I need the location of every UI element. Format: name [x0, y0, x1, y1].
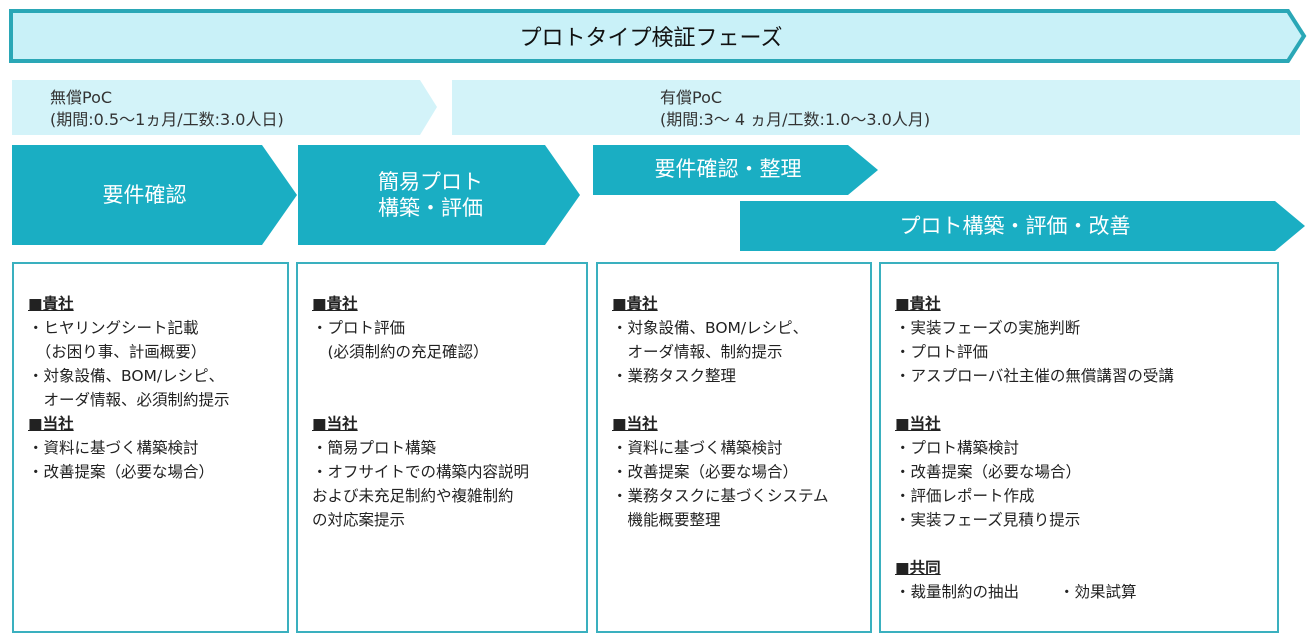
step-text: 要件確認 — [102, 183, 187, 207]
section-us: ■当社 ・資料に基づく構築検討 ・改善提案（必要な場合） ・業務タスクに基づくシ… — [612, 412, 870, 532]
section-client: ■貴社 ・対象設備、BOM/レシピ、 オーダ情報、制約提示 ・業務タスク整理 — [612, 292, 870, 388]
section-header: ■当社 — [28, 415, 74, 433]
list-item: ・業務タスク整理 — [612, 367, 737, 385]
banner-title: プロトタイプ検証フェーズ — [519, 26, 783, 51]
list-item: ・資料に基づく構築検討 — [612, 439, 783, 457]
list-item: ・簡易プロト構築 — [312, 439, 437, 457]
step-requirements-label: 要件確認 — [12, 145, 277, 245]
section-header: ■共同 — [895, 559, 941, 577]
step-text: 構築・評価 — [378, 196, 483, 220]
list-item: （お困り事、計画概要） — [28, 343, 207, 361]
list-item: ・資料に基づく構築検討 — [28, 439, 199, 457]
section-client: ■貴社 ・実装フェーズの実施判断 ・プロト評価 ・アスプローバ社主催の無償講習の… — [895, 292, 1277, 388]
list-item: ・業務タスクに基づくシステム — [612, 487, 829, 505]
paid-poc-label: 有償PoC (期間:3〜 4 ヵ月/工数:1.0〜3.0人月) — [660, 87, 930, 131]
list-item: ・改善提案（必要な場合） — [28, 463, 215, 481]
list-item: ・ヒヤリングシート記載 — [28, 319, 199, 337]
phase-banner-arrow — [9, 9, 1307, 63]
list-item: ・改善提案（必要な場合） — [895, 463, 1082, 481]
free-poc-detail: (期間:0.5〜1ヵ月/工数:3.0人日) — [50, 110, 284, 129]
list-item: ・プロト構築検討 — [895, 439, 1020, 457]
section-us: ■当社 ・プロト構築検討 ・改善提案（必要な場合） ・評価レポート作成 ・実装フ… — [895, 412, 1277, 532]
step-requirements-organize-chevron — [593, 145, 878, 195]
list-item: ・効果試算 — [1059, 583, 1137, 601]
section-client: ■貴社 ・プロト評価 (必須制約の充足確認） — [312, 292, 586, 364]
step-text: 簡易プロト — [378, 170, 483, 194]
step-simple-proto-chevron — [298, 145, 580, 245]
list-item: ・プロト評価 — [895, 343, 989, 361]
free-poc-chevron — [12, 80, 437, 135]
step-requirements-chevron — [12, 145, 297, 245]
list-item: ・対象設備、BOM/レシピ、 — [28, 367, 225, 385]
step-simple-proto-label: 簡易プロト構築・評価 — [298, 145, 563, 245]
list-item: ・改善提案（必要な場合） — [612, 463, 799, 481]
list-item: ・オフサイトでの構築内容説明 — [312, 463, 530, 481]
section-header: ■貴社 — [28, 295, 74, 313]
list-item: 機能概要整理 — [612, 511, 721, 529]
section-header: ■当社 — [895, 415, 941, 433]
free-poc-label: 無償PoC (期間:0.5〜1ヵ月/工数:3.0人日) — [50, 87, 284, 131]
list-item: ・プロト評価 — [312, 319, 406, 337]
box-proto-build: ■貴社 ・実装フェーズの実施判断 ・プロト評価 ・アスプローバ社主催の無償講習の… — [879, 262, 1279, 633]
list-item: オーダ情報、制約提示 — [612, 343, 783, 361]
section-header: ■貴社 — [895, 295, 941, 313]
section-header: ■当社 — [612, 415, 658, 433]
paid-poc-band — [452, 80, 1300, 135]
section-header: ■貴社 — [312, 295, 358, 313]
section-header: ■貴社 — [612, 295, 658, 313]
step-text: プロト構築・評価・改善 — [899, 214, 1131, 238]
list-item: オーダ情報、必須制約提示 — [28, 391, 230, 409]
list-item: の対応案提示 — [312, 511, 406, 529]
section-us: ■当社 ・資料に基づく構築検討 ・改善提案（必要な場合） — [28, 412, 287, 484]
box-simple-proto: ■貴社 ・プロト評価 (必須制約の充足確認） ■当社 ・簡易プロト構築 ・オフサ… — [296, 262, 588, 633]
section-header: ■当社 — [312, 415, 358, 433]
list-item: ・対象設備、BOM/レシピ、 — [612, 319, 809, 337]
section-us: ■当社 ・簡易プロト構築 ・オフサイトでの構築内容説明 および未充足制約や複雑制… — [312, 412, 586, 532]
box-requirements: ■貴社 ・ヒヤリングシート記載 （お困り事、計画概要） ・対象設備、BOM/レシ… — [12, 262, 289, 633]
list-item: ・アスプローバ社主催の無償講習の受講 — [895, 367, 1174, 385]
list-item: ・評価レポート作成 — [895, 487, 1035, 505]
paid-poc-name: 有償PoC — [660, 88, 723, 107]
step-proto-build-label: プロト構築・評価・改善 — [740, 201, 1290, 251]
free-poc-name: 無償PoC — [50, 88, 113, 107]
section-client: ■貴社 ・ヒヤリングシート記載 （お困り事、計画概要） ・対象設備、BOM/レシ… — [28, 292, 287, 412]
step-proto-build-chevron — [740, 201, 1305, 251]
step-text: 要件確認・整理 — [654, 157, 802, 181]
list-item: (必須制約の充足確認） — [312, 343, 489, 361]
section-joint: ■共同 ・裁量制約の抽出 ・効果試算 — [895, 556, 1277, 604]
list-item: ・実装フェーズの実施判断 — [895, 319, 1081, 337]
box-requirements-organize: ■貴社 ・対象設備、BOM/レシピ、 オーダ情報、制約提示 ・業務タスク整理 ■… — [596, 262, 872, 633]
step-requirements-organize-label: 要件確認・整理 — [593, 145, 863, 193]
paid-poc-detail: (期間:3〜 4 ヵ月/工数:1.0〜3.0人月) — [660, 110, 931, 129]
list-item: および未充足制約や複雑制約 — [312, 487, 514, 505]
list-item: ・裁量制約の抽出 — [895, 583, 1020, 601]
list-item: ・実装フェーズ見積り提示 — [895, 511, 1081, 529]
